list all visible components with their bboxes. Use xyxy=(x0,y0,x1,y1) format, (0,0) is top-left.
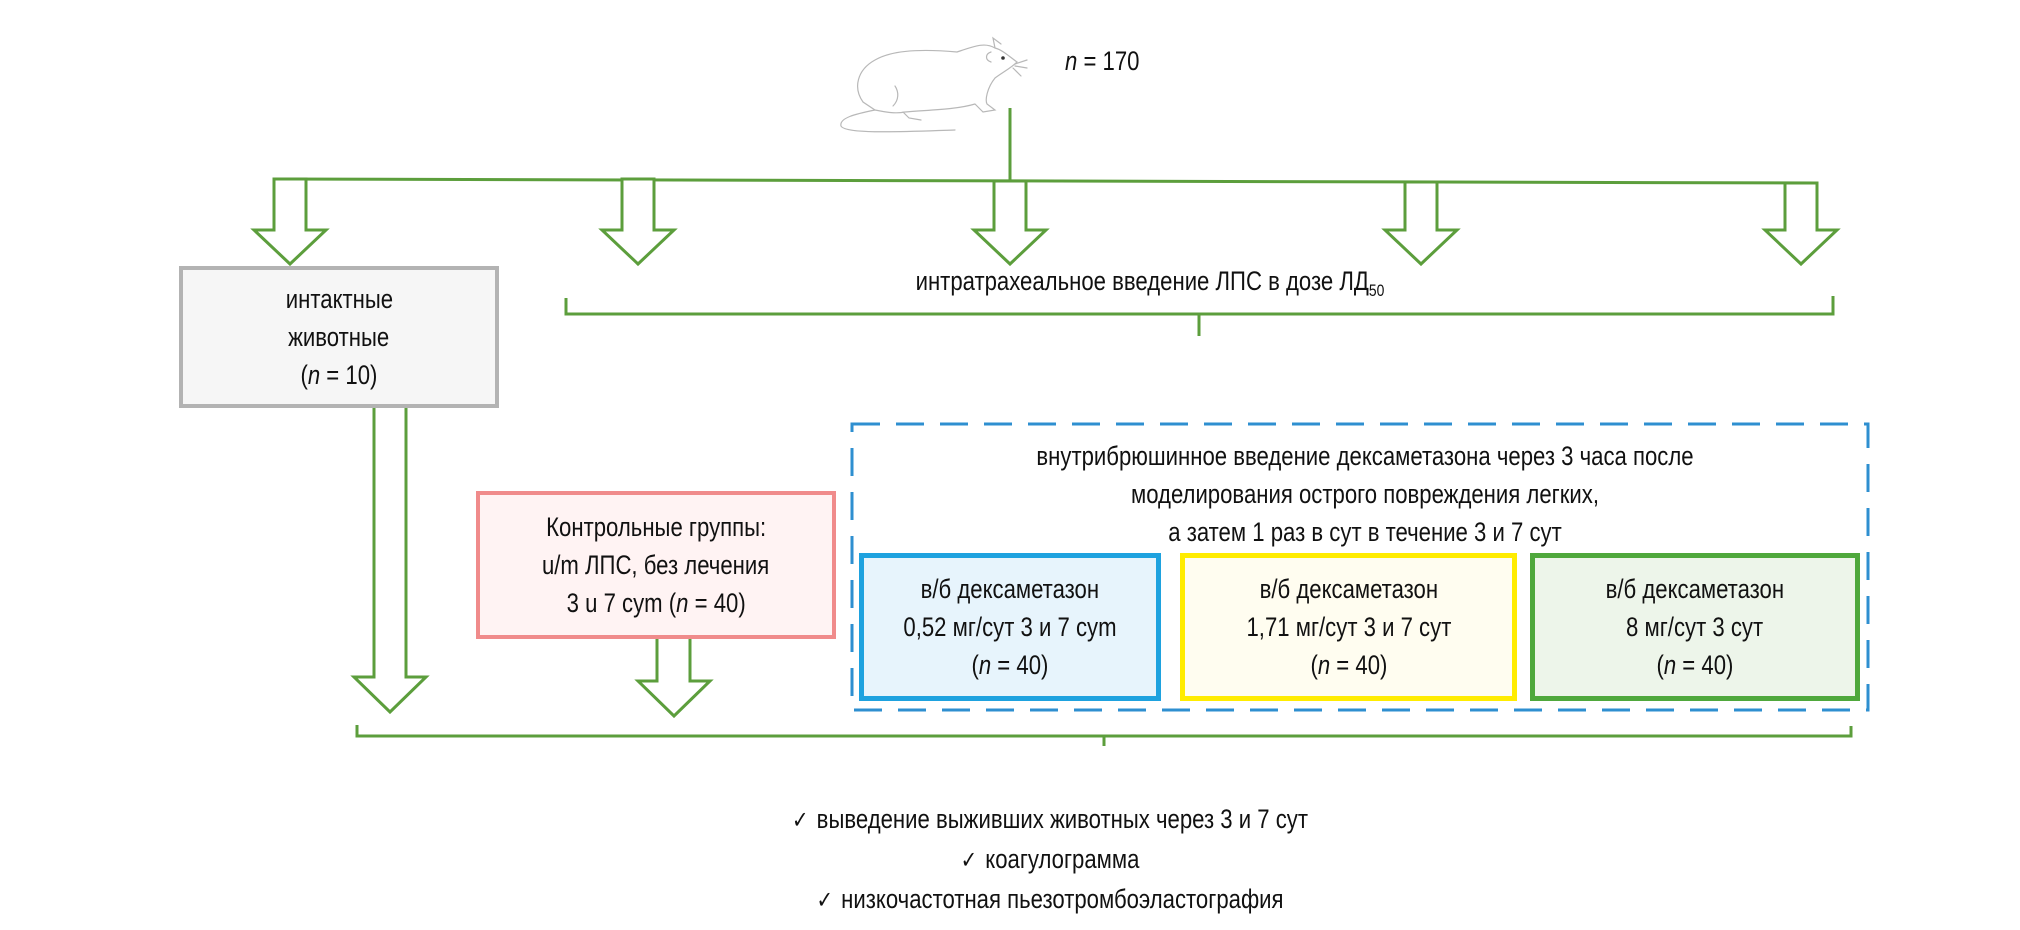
intact-line-1: интактные xyxy=(285,284,393,314)
total-count-label: n = 170 xyxy=(1065,46,1140,76)
dose-group-box-1-71: в/б дексаметазон 1,71 мг/сут 3 и 7 сут (… xyxy=(1180,553,1517,701)
control-line-3: 3 u 7 cym (n = 40) xyxy=(566,588,746,618)
check-icon: ✓ xyxy=(791,807,809,834)
arrow-lps-1 xyxy=(598,177,678,267)
arrow-intact xyxy=(250,177,330,267)
arrow-lps-3 xyxy=(1381,180,1461,267)
intact-count: (n = 10) xyxy=(300,360,378,390)
control-group-box: Контрольные группы: u/m ЛПС, без лечения… xyxy=(476,491,836,639)
arrow-control-down xyxy=(634,639,714,719)
dexamethasone-group-outline xyxy=(850,422,1870,712)
outcome-item: ✓коагулограмма xyxy=(960,844,1140,874)
lps-brace xyxy=(564,296,1835,336)
dose-group-box-8: в/б дексаметазон 8 мг/сут 3 сут (n = 40) xyxy=(1530,553,1860,701)
arrow-lps-4 xyxy=(1761,181,1841,267)
arrow-lps-2 xyxy=(970,179,1050,267)
check-icon: ✓ xyxy=(960,847,978,874)
rat-icon xyxy=(840,36,1028,133)
distribution-line xyxy=(273,177,1818,185)
check-icon: ✓ xyxy=(816,887,833,914)
outcome-brace xyxy=(355,725,1853,746)
control-line-1: Контрольные группы: xyxy=(545,512,767,542)
control-line-2: u/m ЛПС, без лечения xyxy=(542,550,770,580)
dose-group-box-0-52: в/б дексаметазон 0,52 мг/сут 3 и 7 cym (… xyxy=(859,553,1161,701)
outcome-item: ✓низкочастотная пьезотромбоэластография xyxy=(816,884,1284,914)
arrow-intact-down xyxy=(350,407,430,715)
outcomes-list: ✓выведение выживших животных через 3 и 7… xyxy=(600,800,1500,920)
outcome-item: ✓выведение выживших животных через 3 и 7… xyxy=(791,804,1308,834)
intact-animals-box: интактные животные (n = 10) xyxy=(179,266,499,408)
dexamethasone-protocol-text: внутрибрюшинное введение дексаметазона ч… xyxy=(1036,441,1694,547)
intact-line-2: животные xyxy=(288,322,390,352)
lps-administration-label: интратрахеальное введение ЛПС в дозе ЛД5… xyxy=(915,266,1385,300)
